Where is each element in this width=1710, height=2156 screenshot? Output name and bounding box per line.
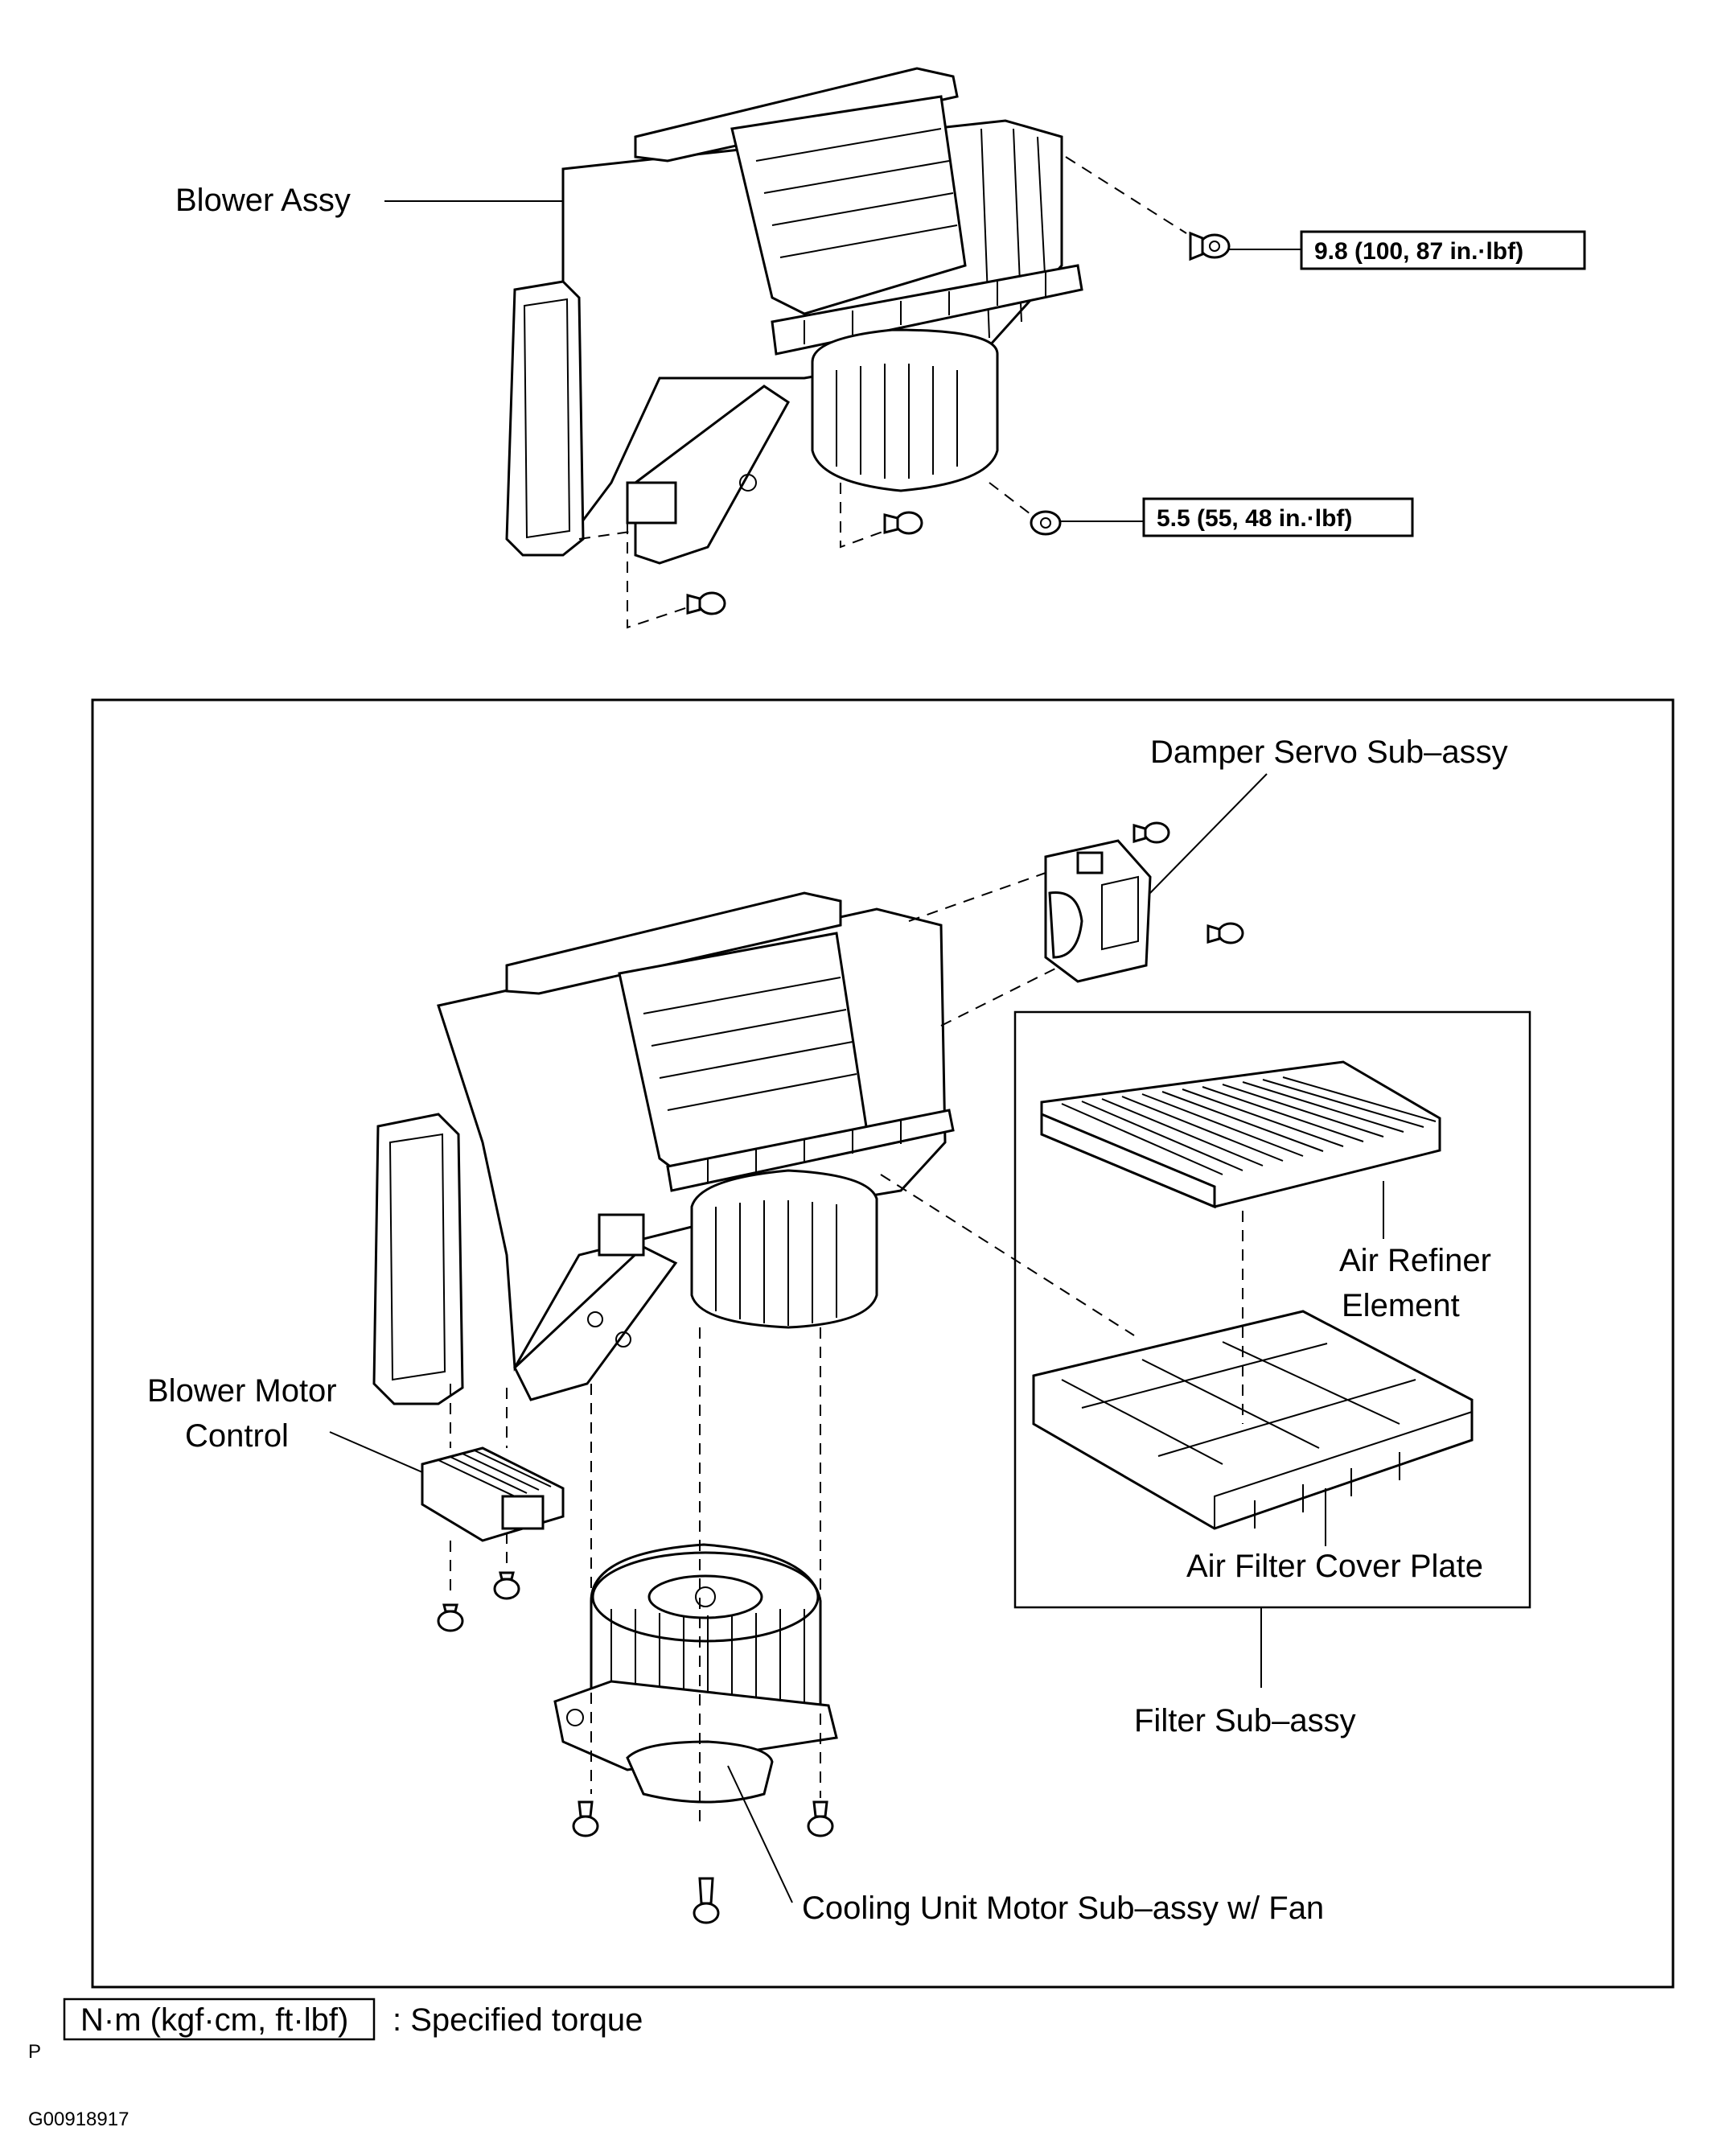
top-fasteners — [578, 156, 1231, 629]
air-filter-cover-plate-illustration — [1032, 1310, 1474, 1530]
air-refiner-label-line2: Element — [1342, 1288, 1460, 1323]
air-filter-cover-plate-label: Air Filter Cover Plate — [1186, 1549, 1483, 1584]
cooling-unit-motor-label: Cooling Unit Motor Sub–assy w/ Fan — [802, 1891, 1324, 1926]
legend-torque-box — [63, 1998, 376, 2041]
air-refiner-label-line1: Air Refiner — [1339, 1243, 1491, 1278]
exploded-view-frame — [91, 698, 1675, 1989]
torque-box-upper — [1300, 230, 1586, 270]
legend-description: : Specified torque — [393, 2002, 643, 2038]
bolt-icon — [686, 591, 726, 615]
blower-assy-illustration — [505, 67, 1083, 565]
blower-motor-control-label-line2: Control — [185, 1418, 289, 1454]
blower-housing-illustration — [372, 891, 955, 1405]
filter-sub-assy-box — [1013, 1010, 1531, 1609]
footer-code-letter: P — [28, 2041, 41, 2063]
bolt-icon — [883, 511, 923, 535]
bolt-icon — [1030, 510, 1062, 536]
screw-icon — [807, 1800, 834, 1837]
filter-sub-assy-label: Filter Sub–assy — [1134, 1703, 1356, 1738]
legend-unit-text: N·m (kgf·cm, ft·lbf) — [80, 2002, 348, 2038]
screw-icon — [437, 1603, 464, 1632]
torque-box-lower — [1142, 497, 1414, 537]
blower-motor-control-label-line1: Blower Motor — [147, 1373, 337, 1409]
figure-id: G00918917 — [28, 2109, 129, 2130]
cooling-unit-motor-fan-illustration — [553, 1543, 838, 1804]
damper-servo-illustration — [1044, 839, 1152, 983]
screw-icon — [1206, 922, 1244, 944]
torque-lower-value: 5.5 (55, 48 in.·lbf) — [1157, 505, 1352, 532]
air-refiner-element-illustration — [1040, 1060, 1441, 1209]
bolt-icon — [1189, 231, 1231, 261]
screw-icon — [693, 1877, 720, 1924]
screw-icon — [572, 1800, 599, 1837]
screw-icon — [493, 1571, 520, 1600]
blower-motor-control-illustration — [421, 1446, 565, 1542]
torque-upper-value: 9.8 (100, 87 in.·lbf) — [1314, 238, 1523, 265]
damper-servo-label: Damper Servo Sub–assy — [1150, 734, 1508, 770]
blower-assy-label: Blower Assy — [175, 183, 351, 218]
screw-icon — [1132, 821, 1170, 844]
